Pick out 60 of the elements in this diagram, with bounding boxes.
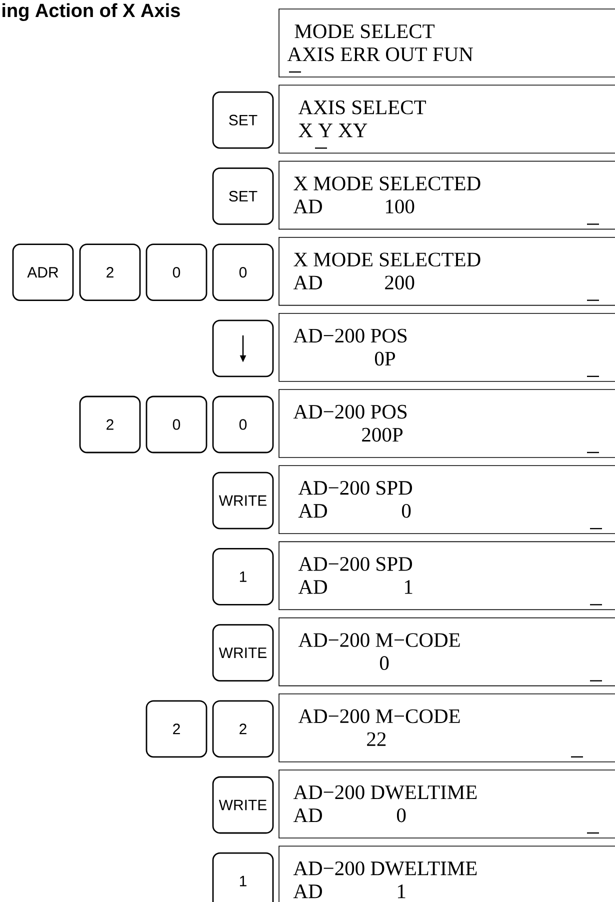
lcd-display <box>278 541 615 610</box>
display-text: X Y XY <box>298 124 368 138</box>
display-text: AD−200 POS <box>293 404 407 419</box>
display-text: 0 <box>396 808 406 822</box>
display-text: AD <box>293 884 322 898</box>
key-button: SET <box>212 91 274 149</box>
display-text: AD−200 SPD <box>298 557 412 571</box>
lcd-display <box>278 313 615 382</box>
display-text: 1 <box>405 580 412 594</box>
key-button: 0 <box>212 244 274 301</box>
key-button: 2 <box>212 700 274 758</box>
key-button: SET <box>212 168 274 225</box>
display-text: AD−200 POS <box>293 328 407 343</box>
lcd-display <box>278 8 615 78</box>
key-button: 1 <box>212 852 274 902</box>
display-text: 0P <box>374 352 396 366</box>
display-text: MODE SELECT <box>294 24 434 38</box>
lcd-display <box>278 617 615 686</box>
key-button: 1 <box>212 548 274 606</box>
key-button: 0 <box>146 396 208 454</box>
display-text: X MODE SELECTED <box>294 252 480 266</box>
key-button: 2 <box>79 244 141 301</box>
display-text: AD <box>293 200 322 214</box>
display-text: AD−200 M−CODE <box>298 633 460 647</box>
lcd-display <box>278 465 615 534</box>
display-text: AD <box>298 580 327 594</box>
display-text: AXIS ERR OUT FUN <box>287 47 473 62</box>
lcd-display <box>278 846 615 902</box>
lcd-display <box>278 84 615 154</box>
display-text: AD <box>293 276 322 290</box>
lcd-display <box>278 770 615 838</box>
lcd-display <box>278 160 615 230</box>
key-button: 2 <box>79 396 141 454</box>
display-text: 22 <box>367 732 386 746</box>
lcd-display <box>278 694 615 762</box>
key-button: 0 <box>146 244 208 301</box>
heading: ing Action of X Axis <box>2 3 180 22</box>
display-text: 0 <box>380 656 389 670</box>
down-arrow-key <box>212 320 274 378</box>
key-button: WRITE <box>212 624 274 682</box>
key-button: WRITE <box>212 776 274 834</box>
display-text: AD <box>293 808 322 822</box>
key-button: ADR <box>12 244 74 301</box>
lcd-display <box>278 389 615 458</box>
key-button: 2 <box>146 700 208 758</box>
display-text: AXIS SELECT <box>298 100 426 114</box>
display-text: 200 <box>385 276 414 290</box>
display-text: AD−200 DWELTIME <box>293 785 477 800</box>
display-text: 200P <box>362 428 403 442</box>
display-text: AD−200 SPD <box>298 480 412 495</box>
display-text: AD−200 M−CODE <box>298 709 460 724</box>
display-text: 1 <box>398 884 406 898</box>
display-text: AD−200 DWELTIME <box>293 861 477 876</box>
key-button: 0 <box>212 396 274 454</box>
display-text: X MODE SELECTED <box>294 176 480 190</box>
key-button: WRITE <box>212 472 274 530</box>
display-text: AD <box>298 504 327 518</box>
lcd-display <box>278 236 615 306</box>
display-text: 100 <box>386 200 414 214</box>
display-text: 0 <box>402 504 411 518</box>
